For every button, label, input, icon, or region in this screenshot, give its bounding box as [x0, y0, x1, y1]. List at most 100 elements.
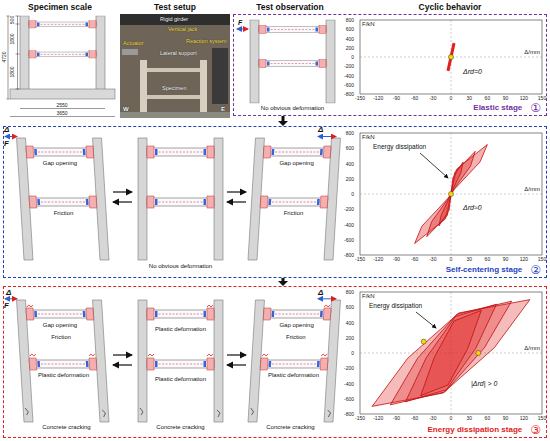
axis-tick: 0: [450, 95, 453, 101]
chart-annotation: Energy dissipation: [368, 302, 423, 310]
photo-label: Actuator: [123, 40, 143, 47]
chart-self-centering-part: [360, 133, 542, 255]
frames-self-centering-part: [227, 201, 246, 202]
axis-tick: -400: [344, 73, 354, 79]
residual-label: Δrd=0: [462, 68, 483, 76]
residual-label: Δrd≈0: [462, 204, 483, 212]
observation-note: Friction: [283, 210, 305, 217]
axis-tick: 60: [485, 415, 491, 421]
displacement-label: Δ: [318, 125, 323, 135]
chart-energy-dissipation-part: [360, 292, 542, 414]
panel-heading: Test observation: [256, 2, 323, 12]
axis-tick: -120: [373, 415, 383, 421]
axis-title: F/kN: [362, 134, 375, 141]
frames-energy-dissipation-part-part: [248, 300, 340, 422]
axis-tick: -150: [355, 256, 365, 262]
dimension: 500: [9, 16, 15, 24]
stage-panel: Elastic stage ①: [233, 14, 547, 116]
stage-arrow-part: [282, 278, 285, 281]
axis-tick: -30: [429, 256, 436, 262]
stage-number: ③: [530, 424, 541, 437]
chart-self-centering: [360, 133, 542, 255]
axis-tick: 0: [351, 350, 354, 356]
observation-frame: [237, 20, 335, 103]
test-setup-photo-part: [120, 14, 230, 118]
frames-energy-dissipation-part-part: [148, 305, 213, 356]
photo-label: Specimen: [162, 85, 186, 92]
stage-panel: Self-centering stage②: [3, 126, 547, 278]
specimen-drawing-part: [16, 54, 20, 55]
axis-tick: 400: [346, 36, 354, 42]
frames-energy-dissipation-part: [138, 300, 223, 422]
test-setup-photo-part: [140, 60, 147, 112]
frames-self-centering-part: [318, 136, 336, 137]
test-setup-photo-part: [147, 68, 200, 72]
force-label: F: [4, 139, 9, 149]
observation-note: Gap opening: [278, 160, 314, 167]
frames-energy-dissipation-part-part: [262, 305, 330, 356]
direction-label: E: [221, 106, 225, 113]
axis-tick: -800: [344, 252, 354, 258]
stage-title: Self-centering stage: [446, 265, 522, 275]
frames-self-centering-part: [113, 191, 132, 192]
axis-tick: 800: [346, 289, 354, 295]
axis-tick: 0: [450, 415, 453, 421]
axis-tick: -150: [355, 415, 365, 421]
frames-energy-dissipation-part-part: [250, 408, 331, 417]
chart-annotation: Energy dissipation: [372, 143, 427, 151]
axis-tick: 800: [346, 17, 354, 23]
chart-energy-dissipation-part: [372, 300, 530, 407]
axis-tick: -60: [411, 415, 418, 421]
specimen-drawing-part: [7, 99, 10, 100]
frames-self-centering-part: [227, 191, 246, 192]
axis-tick: 30: [466, 415, 472, 421]
observation-note: Plastic deformation: [37, 372, 90, 379]
chart-energy-dissipation-part-part: [372, 300, 530, 407]
specimen-drawing-part: [20, 108, 105, 109]
chart-elastic-part: [448, 43, 454, 71]
axis-tick: -150: [355, 95, 365, 101]
observation-note: No obvious deformation: [260, 105, 325, 112]
chart-energy-dissipation-part: [421, 339, 426, 344]
frames-energy-dissipation-part-part: [17, 300, 109, 422]
stage-title: Elastic stage: [473, 103, 522, 113]
axis-tick: 30: [466, 256, 472, 262]
chart-elastic-part: [360, 20, 542, 94]
axis-tick: 600: [346, 145, 354, 151]
frames-self-centering-part: [113, 201, 132, 202]
displacement-label: Δ: [4, 125, 9, 135]
chart-energy-dissipation: [360, 292, 542, 414]
chart-elastic: [360, 20, 542, 94]
axis-tick: 120: [520, 95, 528, 101]
test-setup-photo-part: [200, 60, 207, 112]
observation-note: Concrete cracking: [155, 424, 205, 431]
chart-self-centering-part-part: [427, 151, 476, 236]
dimension: 1800: [9, 33, 15, 44]
stage-number: ①: [530, 102, 541, 115]
chart-elastic-part: [449, 55, 454, 60]
dimension: 3650: [56, 110, 67, 116]
photo-label: Rigid girder: [160, 16, 188, 23]
specimen-drawing: [7, 16, 116, 117]
axis-tick: -800: [344, 411, 354, 417]
test-setup-photo: [120, 14, 230, 118]
specimen-drawing-part: [10, 89, 115, 99]
frames-energy-dissipation-part-part: [25, 408, 106, 417]
observation-note: Concrete cracking: [265, 424, 315, 431]
observation-note: Friction: [50, 334, 72, 341]
frames-energy-dissipation-part-part: [138, 300, 223, 422]
axis-tick: 90: [503, 415, 509, 421]
axis-tick: -60: [411, 95, 418, 101]
axis-tick: 800: [346, 130, 354, 136]
frames-energy-dissipation-part: [318, 298, 336, 299]
chart-self-centering-part: [449, 192, 454, 197]
chart-elastic-part-part: [448, 43, 454, 71]
axis-tick: 120: [520, 256, 528, 262]
chart-energy-dissipation-part-part: [390, 301, 511, 405]
specimen-drawing-part: [16, 24, 20, 25]
axis-tick: 60: [485, 256, 491, 262]
test-setup-photo-part: [212, 48, 228, 104]
axis-tick: 0: [450, 256, 453, 262]
panel-heading: Test setup: [154, 2, 196, 12]
chart-energy-dissipation-part: [416, 312, 436, 328]
